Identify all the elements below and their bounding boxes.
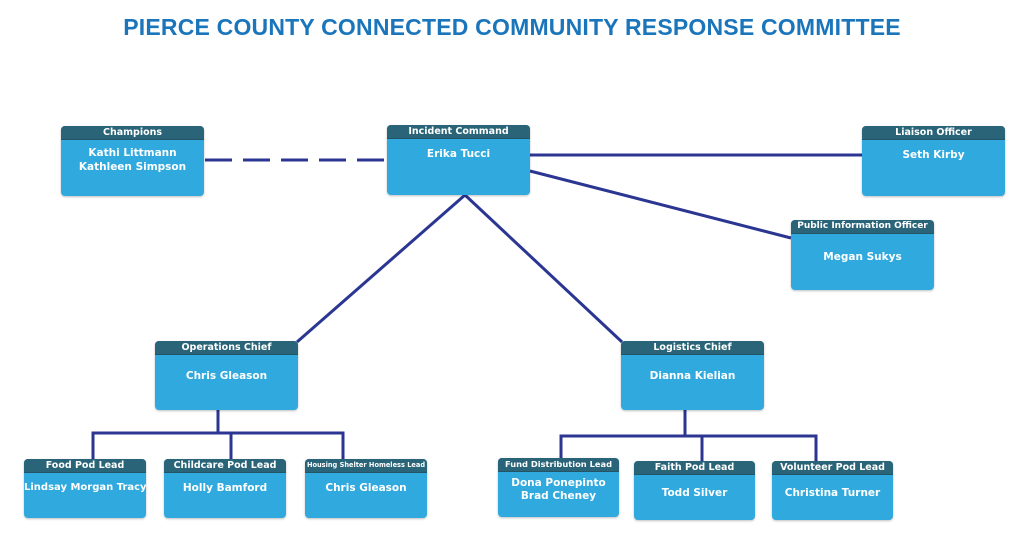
node-names: Dona Ponepinto Brad Cheney: [498, 472, 619, 503]
node-names: Seth Kirby: [862, 140, 1005, 162]
node-name: Chris Gleason: [185, 370, 268, 382]
connector-incident-command-logistics-chief: [463, 193, 624, 344]
node-role: Faith Pod Lead: [634, 461, 755, 475]
node-role: Childcare Pod Lead: [164, 459, 286, 473]
node-name: Erika Tucci: [426, 148, 491, 160]
node-role: Housing Shelter Homeless Lead: [305, 459, 427, 473]
node-role: Volunteer Pod Lead: [772, 461, 893, 475]
node-name: Christina Turner: [784, 487, 881, 499]
node-names: Chris Gleason: [155, 355, 298, 383]
connector-operations-chief-pod-leads: [91, 431, 345, 461]
node-public-information-officer: Public Information Officer Megan Sukys: [791, 220, 934, 290]
connector-incident-command-public-information-officer: [529, 169, 792, 240]
node-name: Seth Kirby: [902, 149, 965, 161]
node-name: Holly Bamford: [182, 482, 268, 494]
node-names: Erika Tucci: [387, 139, 530, 161]
connector-logistics-chief-pod-leads: [559, 434, 818, 463]
node-food-pod-lead: Food Pod Lead Lindsay Morgan Tracy: [24, 459, 146, 518]
node-names: Holly Bamford: [164, 473, 286, 495]
node-names: Megan Sukys: [791, 234, 934, 264]
node-role: Incident Command: [387, 125, 530, 139]
node-logistics-chief: Logistics Chief Dianna Kielian: [621, 341, 764, 410]
node-names: Chris Gleason: [305, 473, 427, 495]
node-name: Kathleen Simpson: [78, 161, 187, 173]
node-fund-distribution-lead: Fund Distribution Lead Dona Ponepinto Br…: [498, 458, 619, 517]
node-role: Fund Distribution Lead: [498, 458, 619, 472]
node-name: Brad Cheney: [520, 490, 597, 502]
node-role: Operations Chief: [155, 341, 298, 355]
node-role: Logistics Chief: [621, 341, 764, 355]
node-role: Food Pod Lead: [24, 459, 146, 473]
node-incident-command: Incident Command Erika Tucci: [387, 125, 530, 195]
node-role: Public Information Officer: [791, 220, 934, 234]
node-housing-shelter-homeless-lead: Housing Shelter Homeless Lead Chris Glea…: [305, 459, 427, 518]
node-childcare-pod-lead: Childcare Pod Lead Holly Bamford: [164, 459, 286, 518]
node-names: Christina Turner: [772, 475, 893, 500]
node-operations-chief: Operations Chief Chris Gleason: [155, 341, 298, 410]
node-role: Champions: [61, 126, 204, 140]
node-liaison-officer: Liaison Officer Seth Kirby: [862, 126, 1005, 196]
page-title: PIERCE COUNTY CONNECTED COMMUNITY RESPON…: [123, 14, 901, 40]
connector-incident-command-operations-chief: [296, 193, 466, 344]
node-name: Dianna Kielian: [649, 370, 736, 382]
node-role: Liaison Officer: [862, 126, 1005, 140]
node-faith-pod-lead: Faith Pod Lead Todd Silver: [634, 461, 755, 520]
node-volunteer-pod-lead: Volunteer Pod Lead Christina Turner: [772, 461, 893, 520]
node-names: Lindsay Morgan Tracy: [24, 473, 146, 495]
node-names: Dianna Kielian: [621, 355, 764, 383]
node-name: Kathi Littmann: [88, 147, 177, 159]
node-names: Todd Silver: [634, 475, 755, 500]
node-names: Kathi Littmann Kathleen Simpson: [61, 140, 204, 174]
node-name: Dona Ponepinto: [511, 477, 606, 489]
node-champions: Champions Kathi Littmann Kathleen Simpso…: [61, 126, 204, 196]
node-name: Todd Silver: [661, 487, 728, 499]
node-name: Chris Gleason: [325, 482, 407, 494]
node-name: Megan Sukys: [823, 251, 902, 263]
node-name: Lindsay Morgan Tracy: [24, 482, 146, 493]
